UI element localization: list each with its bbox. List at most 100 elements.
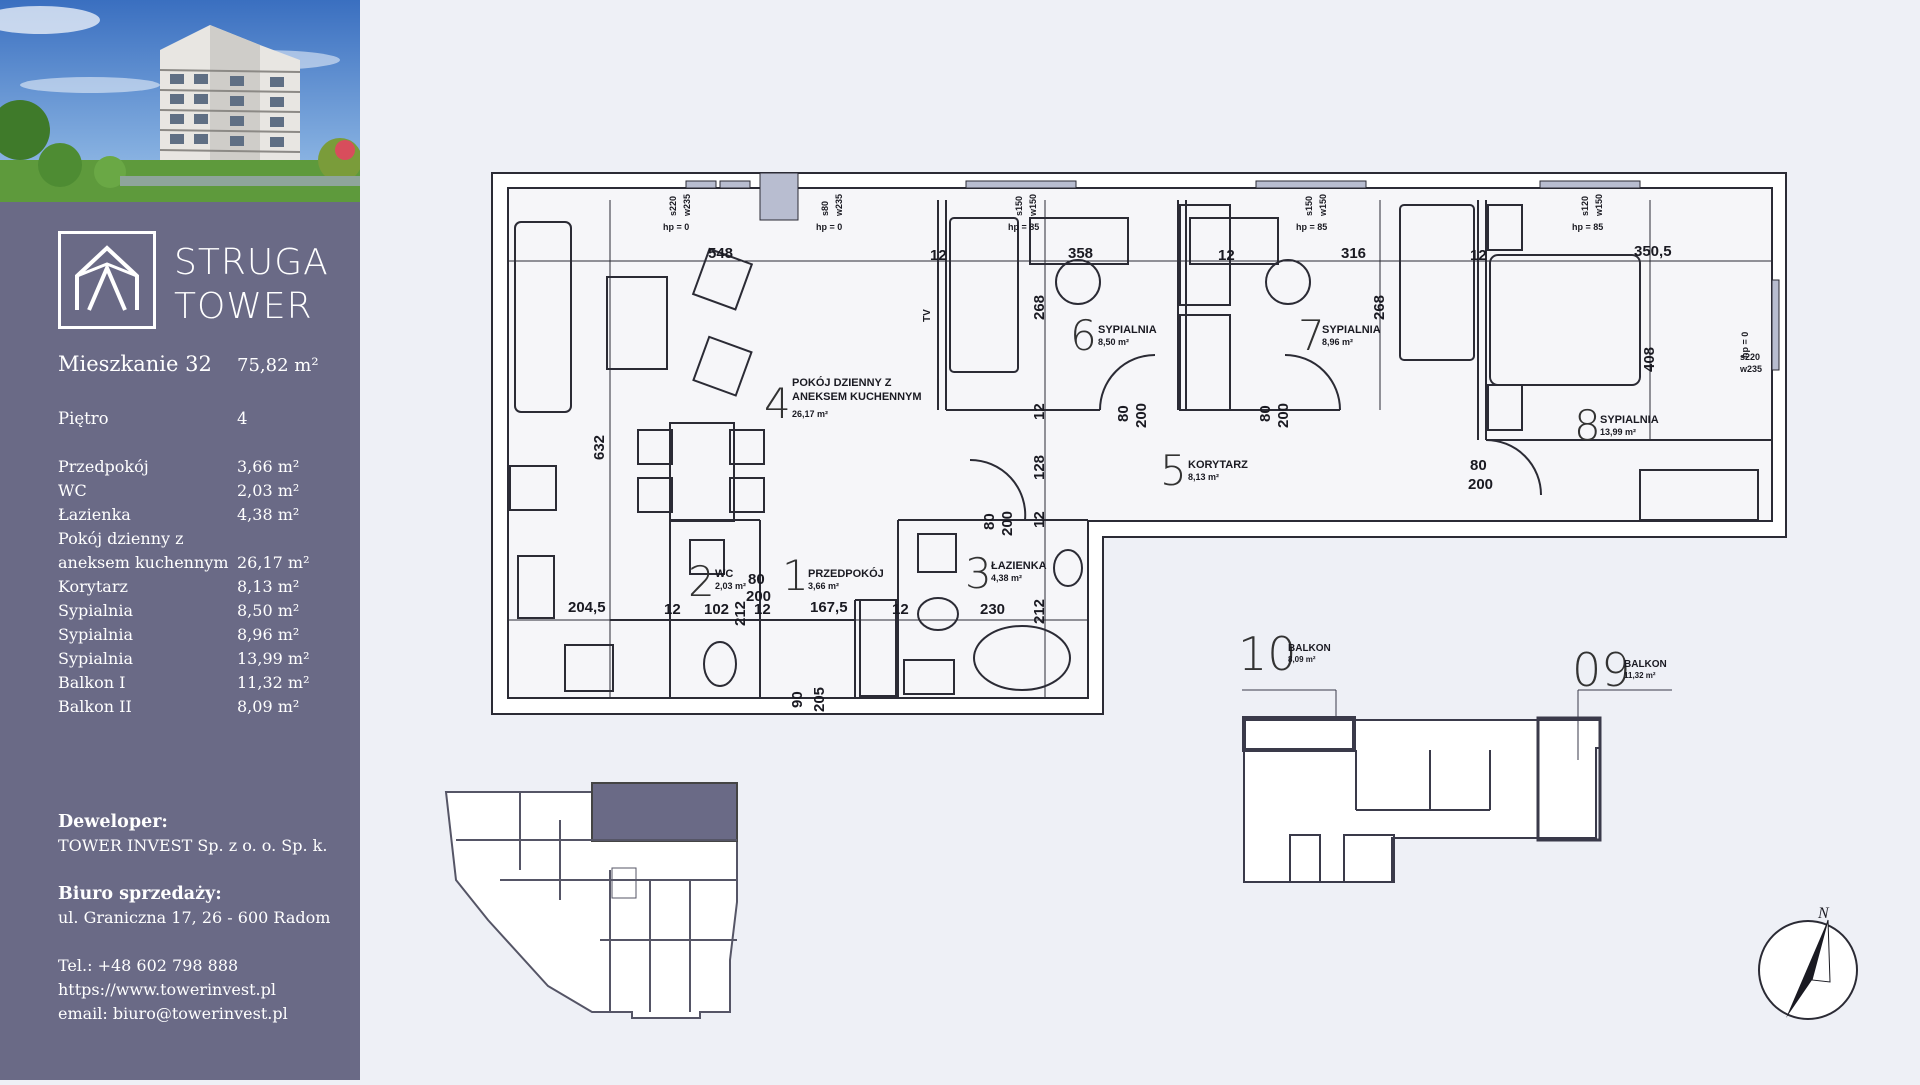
- dimension: 200: [999, 511, 1016, 536]
- dimension: 632: [591, 435, 608, 460]
- dimension: 212: [1031, 599, 1048, 624]
- room-label: SYPIALNIA: [1098, 324, 1157, 336]
- dimension: 80: [748, 571, 765, 588]
- floor-label: Piętro: [58, 409, 109, 428]
- tv-label: TV: [922, 309, 933, 322]
- room-name: Przedpokój: [58, 457, 149, 476]
- window-label: hp = 0: [1740, 332, 1750, 358]
- room-name: Sypialnia: [58, 649, 133, 668]
- plan-room-2: 2 WC 2,03 m²: [688, 557, 746, 606]
- window-label: hp = 85: [1296, 222, 1327, 232]
- window-label: s220: [668, 196, 678, 216]
- room-number: 4: [764, 379, 791, 428]
- room-row: Korytarz 8,13 m²: [58, 575, 348, 599]
- dimension: 80: [981, 513, 998, 530]
- brand-line-1: STRUGA: [174, 242, 329, 283]
- window-label: w150: [1318, 194, 1328, 217]
- room-label: ANEKSEM KUCHENNYM: [792, 391, 922, 403]
- balcony-10-area: 8,09 m²: [1288, 655, 1316, 664]
- dimension: 12: [754, 601, 771, 618]
- room-name: Korytarz: [58, 577, 128, 596]
- email-link[interactable]: email: biuro@towerinvest.pl: [58, 1004, 288, 1023]
- balcony-10-number: 10: [1238, 627, 1297, 681]
- dimension: 200: [1133, 403, 1150, 428]
- window-label: hp = 0: [816, 222, 842, 232]
- room-area: 26,17 m²: [792, 409, 828, 419]
- room-area: 8,13 m²: [1188, 472, 1219, 482]
- developer-name: TOWER INVEST Sp. z o. o. Sp. k.: [58, 836, 328, 855]
- dimension: 205: [811, 687, 828, 712]
- room-area: 8,50 m²: [237, 601, 300, 620]
- room-area: 8,96 m²: [237, 625, 300, 644]
- room-area: 8,13 m²: [237, 577, 300, 596]
- room-area: 3,66 m²: [808, 581, 839, 591]
- plan-room-4: 4 POKÓJ DZIENNY Z ANEKSEM KUCHENNYM 26,1…: [764, 376, 922, 428]
- window-label: w235: [1739, 364, 1762, 374]
- room-area: 13,99 m²: [1600, 427, 1636, 437]
- room-row: Sypialnia 8,50 m²: [58, 599, 348, 623]
- apartment-area: 75,82 m²: [237, 355, 319, 376]
- dimension: 12: [664, 601, 681, 618]
- dimension: 12: [1031, 511, 1048, 528]
- dimension: 12: [892, 601, 909, 618]
- plan-room-5: 5 KORYTARZ 8,13 m²: [1160, 446, 1248, 495]
- window-label: hp = 85: [1572, 222, 1603, 232]
- room-number: 5: [1160, 446, 1187, 495]
- window-label: s150: [1014, 196, 1024, 216]
- dimension: 350,5: [1634, 243, 1672, 260]
- office-label: Biuro sprzedaży:: [58, 884, 222, 904]
- room-label: POKÓJ DZIENNY Z: [792, 376, 892, 389]
- dimension: 200: [746, 588, 771, 605]
- dimension: 200: [1275, 403, 1292, 428]
- developer-label: Deweloper:: [58, 812, 168, 832]
- window-label: w235: [834, 194, 844, 217]
- room-name: Sypialnia: [58, 601, 133, 620]
- dimension-labels: 548 358 316 350,5 12 12 12 268 268 408 6…: [568, 243, 1672, 712]
- room-area: 2,03 m²: [715, 581, 746, 591]
- room-area: 8,09 m²: [237, 697, 300, 716]
- dimension: 230: [980, 601, 1005, 618]
- dimension: 102: [704, 601, 729, 618]
- dimension: 408: [1641, 347, 1658, 372]
- room-area: 8,96 m²: [1322, 337, 1353, 347]
- website-link[interactable]: https://www.towerinvest.pl: [58, 980, 276, 999]
- dimension: 268: [1031, 295, 1048, 320]
- window-label: s80: [820, 201, 830, 216]
- apartment-title: Mieszkanie 32: [58, 352, 212, 376]
- room-area: 11,32 m²: [237, 673, 310, 692]
- room-label: ŁAZIENKA: [991, 560, 1047, 572]
- plan-room-8: 8 SYPIALNIA 13,99 m²: [1574, 401, 1659, 450]
- window-label: hp = 85: [1008, 222, 1039, 232]
- plan-room-6: 6 SYPIALNIA 8,50 m²: [1070, 311, 1157, 360]
- window-label: hp = 0: [663, 222, 689, 232]
- room-label: WC: [715, 568, 733, 580]
- building-photo: [0, 0, 360, 202]
- room-area: 3,66 m²: [237, 457, 300, 476]
- logo-emblem: [58, 231, 156, 329]
- dimension: 12: [1218, 247, 1235, 264]
- floor-value: 4: [237, 409, 248, 428]
- room-number: 6: [1070, 311, 1097, 360]
- window-label: w150: [1594, 194, 1604, 217]
- room-area: 2,03 m²: [237, 481, 300, 500]
- struga-tower-logo: STRUGA TOWER: [58, 231, 370, 333]
- room-area: 13,99 m²: [237, 649, 310, 668]
- dimension: 80: [1470, 457, 1487, 474]
- dimension: 80: [1257, 405, 1274, 422]
- room-label: SYPIALNIA: [1600, 414, 1659, 426]
- dimension: 12: [930, 247, 947, 264]
- floor-plan: 4 POKÓJ DZIENNY Z ANEKSEM KUCHENNYM 26,1…: [360, 0, 1920, 1080]
- compass-icon: N: [1758, 905, 1858, 1020]
- window-label: w150: [1028, 194, 1038, 217]
- dimension: 12: [1031, 403, 1048, 420]
- phone-link[interactable]: Tel.: +48 602 798 888: [58, 956, 239, 975]
- room-label: SYPIALNIA: [1322, 324, 1381, 336]
- dimension: 204,5: [568, 599, 606, 616]
- room-number: 2: [688, 557, 715, 606]
- plan-room-7: 7 SYPIALNIA 8,96 m²: [1298, 311, 1381, 360]
- balcony-09-number: 09: [1572, 643, 1631, 697]
